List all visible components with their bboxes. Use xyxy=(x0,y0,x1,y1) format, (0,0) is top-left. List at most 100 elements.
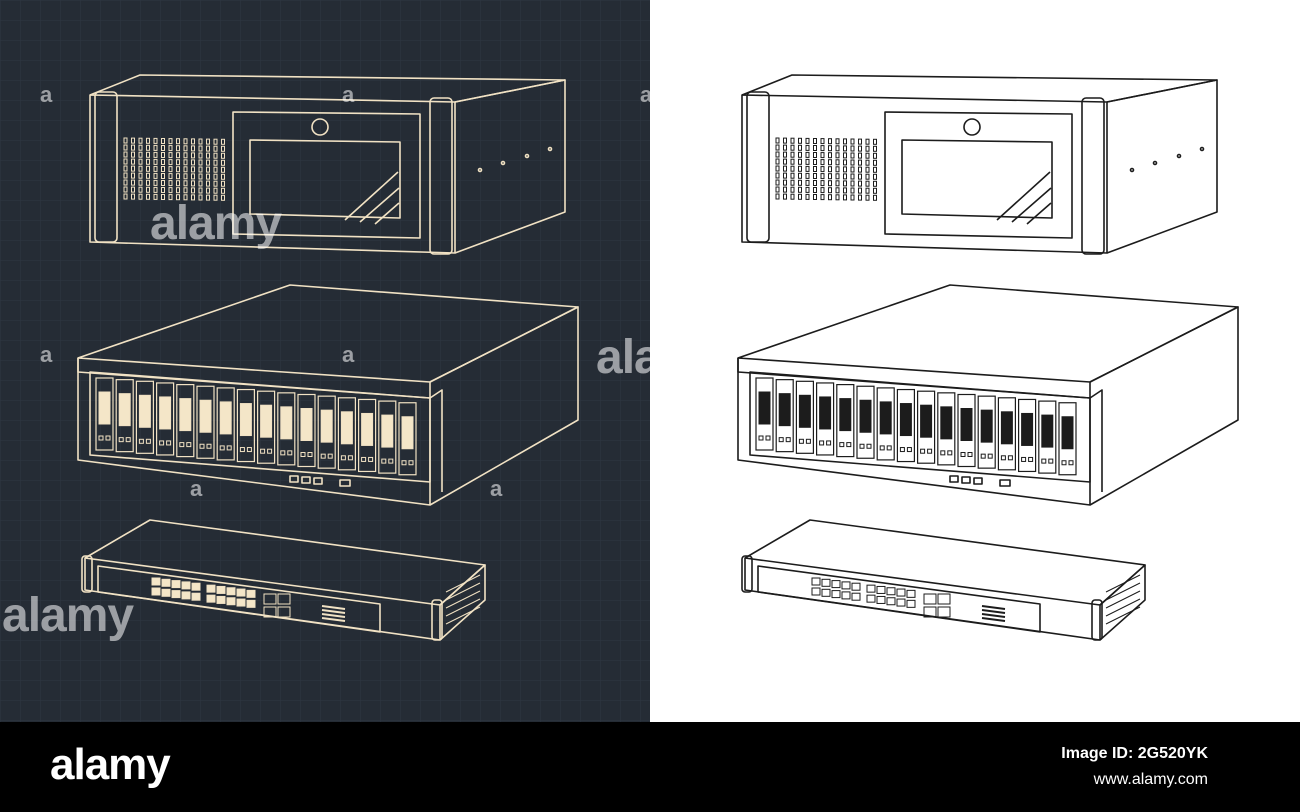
drive-bay xyxy=(755,377,774,451)
vent-slot xyxy=(123,193,128,200)
vent-slot xyxy=(865,145,870,152)
drive-led xyxy=(987,453,993,459)
drive-led xyxy=(859,443,865,449)
drive-bay xyxy=(156,382,175,456)
vent-slot xyxy=(123,165,128,172)
vent-slot xyxy=(843,159,847,166)
vent-slot xyxy=(123,172,128,179)
ethernet-port xyxy=(151,587,161,596)
vent-slot xyxy=(835,159,840,166)
drive-label xyxy=(280,406,293,440)
drive-bay xyxy=(95,377,114,451)
watermark-letter: a xyxy=(640,82,653,107)
drive-bay xyxy=(216,387,235,461)
drive-label xyxy=(839,398,852,432)
vent-slot xyxy=(131,186,135,193)
vent-slot xyxy=(213,180,218,187)
vent-slot xyxy=(790,165,795,172)
ethernet-port xyxy=(896,598,906,607)
drive-label xyxy=(859,399,872,433)
drive-bay xyxy=(236,388,255,463)
vent-slot xyxy=(858,159,862,166)
vent-slot xyxy=(865,166,870,173)
vent-slot xyxy=(798,137,802,144)
ethernet-port xyxy=(811,587,821,596)
drive-label xyxy=(1041,414,1054,448)
drive-bay xyxy=(937,392,956,466)
drive-label xyxy=(98,391,111,425)
vent-slot xyxy=(798,193,802,200)
vent-slot xyxy=(843,180,847,187)
vent-slot xyxy=(858,173,862,180)
drive-led xyxy=(1041,458,1047,464)
vent-slot xyxy=(775,151,780,158)
status-leds xyxy=(981,609,1006,614)
vent-slot xyxy=(843,152,847,159)
drive-led xyxy=(927,448,933,454)
vent-slot xyxy=(813,152,817,158)
ethernet-port xyxy=(841,581,851,590)
ethernet-port xyxy=(246,599,256,608)
drive-led xyxy=(819,440,825,446)
vent-slot xyxy=(198,180,203,187)
vent-slot xyxy=(131,158,135,165)
drive-bay xyxy=(856,385,875,459)
vent-slot xyxy=(221,173,225,180)
ethernet-port xyxy=(821,588,831,597)
vent-slot xyxy=(146,144,150,151)
drive-label xyxy=(381,414,394,448)
drive-led xyxy=(879,445,885,451)
vent-slot xyxy=(183,145,188,152)
vent-slot xyxy=(161,152,165,158)
vent-slot xyxy=(820,180,825,187)
vent-slot xyxy=(805,144,810,151)
ethernet-port xyxy=(171,590,181,599)
vent-slot xyxy=(123,144,128,151)
vent-slot xyxy=(168,138,173,145)
drive-bay xyxy=(1038,400,1057,474)
watermark-partial-dark: ala xyxy=(596,331,661,384)
ethernet-port xyxy=(831,590,841,599)
vent-slot xyxy=(835,173,840,180)
vent-slot xyxy=(850,180,855,187)
drive-led xyxy=(327,453,333,459)
drive-led xyxy=(186,442,192,448)
drive-label xyxy=(778,393,791,427)
drive-led xyxy=(368,456,374,462)
side-vent xyxy=(445,606,481,625)
vent-slot xyxy=(176,145,180,152)
vent-slot xyxy=(123,158,128,165)
vent-slot xyxy=(820,194,825,201)
drive-label xyxy=(260,404,273,438)
side-vent xyxy=(1105,582,1141,601)
drive-bay xyxy=(277,392,296,466)
vent-slot xyxy=(198,187,203,194)
drive-bay xyxy=(115,379,134,453)
sfp-port xyxy=(277,606,291,618)
ethernet-port xyxy=(161,578,171,587)
vent-slot xyxy=(775,137,780,144)
vent-slot xyxy=(835,180,840,187)
vent-slot xyxy=(850,194,855,201)
drive-bay xyxy=(176,384,195,458)
drive-bay xyxy=(358,398,377,473)
drive-bay xyxy=(297,393,316,468)
vent-slot xyxy=(191,166,195,173)
vent-slot xyxy=(176,138,180,145)
vent-slot xyxy=(206,194,210,201)
drive-led xyxy=(388,458,394,464)
drive-bay xyxy=(795,380,815,454)
drive-label xyxy=(179,398,192,432)
vent-slot xyxy=(123,186,128,193)
vent-slot xyxy=(865,180,870,187)
vent-slot xyxy=(865,194,870,201)
ethernet-port xyxy=(161,588,171,597)
side-vent xyxy=(445,574,481,593)
ethernet-port xyxy=(831,580,841,589)
sfp-port xyxy=(277,593,291,605)
ethernet-port xyxy=(866,594,876,603)
ethernet-port xyxy=(171,580,181,589)
vent-slot xyxy=(131,193,135,200)
vent-slot xyxy=(820,159,825,166)
drive-led xyxy=(408,460,414,466)
